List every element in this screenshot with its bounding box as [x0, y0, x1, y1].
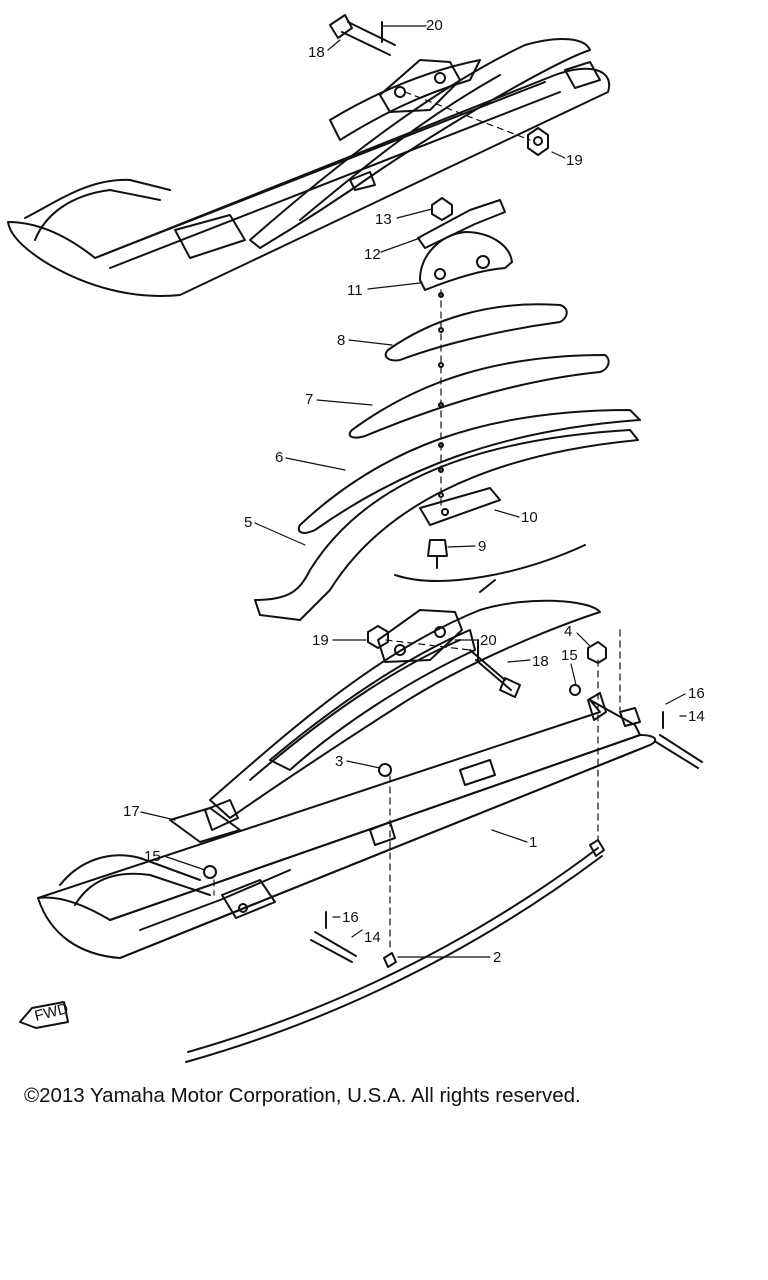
callout-6: 6 — [275, 449, 283, 466]
callout-15-right: 15 — [561, 647, 578, 664]
callout-1: 1 — [529, 834, 537, 851]
leaf-spring-stack — [254, 197, 641, 621]
callout-4: 4 — [564, 623, 572, 640]
fwd-arrow-icon — [19, 1001, 69, 1029]
callout-20-lower: 20 — [480, 632, 497, 649]
callout-19-top: 19 — [566, 152, 583, 169]
assembly-dash-lines — [213, 91, 621, 951]
callout-19-lower: 19 — [312, 632, 329, 649]
leader-lines — [140, 25, 687, 958]
callout-14-left: 14 — [364, 929, 381, 946]
callout-2: 2 — [493, 949, 501, 966]
callout-7: 7 — [305, 391, 313, 408]
callout-18-lower: 18 — [532, 653, 549, 670]
callout-15-left: 15 — [144, 848, 161, 865]
wear-bar — [185, 839, 605, 1063]
callout-3: 3 — [335, 753, 343, 770]
lower-ski-assembly — [37, 599, 657, 959]
callout-17: 17 — [123, 803, 140, 820]
callout-10: 10 — [521, 509, 538, 526]
callout-11: 11 — [347, 282, 363, 299]
callout-9: 9 — [478, 538, 486, 555]
callout-5: 5 — [244, 514, 252, 531]
callout-20-top: 20 — [426, 17, 443, 34]
upper-ski-assembly — [7, 38, 611, 297]
callout-16-left: 16 — [342, 909, 359, 926]
copyright-notice: ©2013 Yamaha Motor Corporation, U.S.A. A… — [24, 1084, 581, 1107]
callout-13: 13 — [375, 211, 392, 228]
fwd-label: FWD — [33, 1000, 70, 1025]
upper-bolt-and-nut — [329, 14, 549, 156]
callout-8: 8 — [337, 332, 345, 349]
pins — [310, 711, 703, 963]
callout-12: 12 — [364, 246, 381, 263]
callout-16-right: 16 — [688, 685, 705, 702]
callout-18-top: 18 — [308, 44, 325, 61]
callout-14-right: 14 — [688, 708, 705, 725]
exploded-parts-diagram: 20 18 19 13 12 11 8 7 6 5 10 9 19 20 18 … — [7, 14, 705, 1063]
